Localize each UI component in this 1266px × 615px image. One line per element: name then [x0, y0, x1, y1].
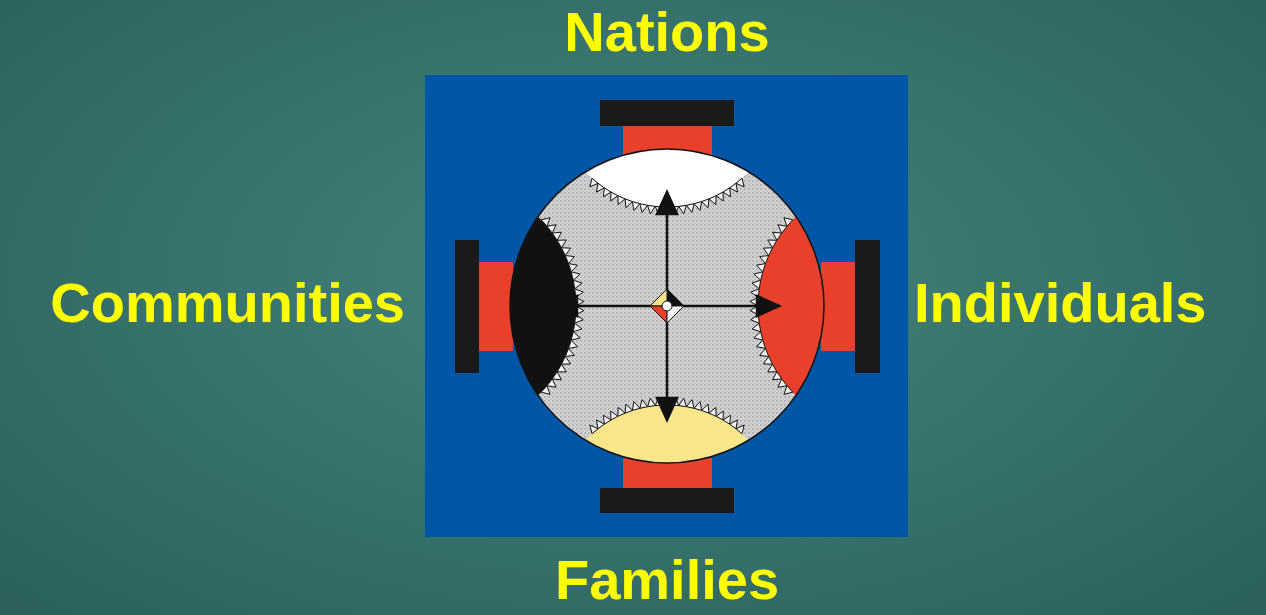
- tooth: [686, 204, 694, 213]
- tooth: [569, 340, 578, 348]
- tooth: [736, 178, 744, 187]
- tooth: [736, 425, 744, 434]
- tooth: [552, 372, 561, 380]
- tooth: [552, 232, 561, 240]
- tooth: [618, 407, 625, 416]
- tooth: [573, 323, 582, 332]
- tooth: [763, 356, 772, 364]
- tooth: [565, 348, 574, 356]
- tooth: [773, 372, 782, 380]
- tooth: [768, 364, 777, 372]
- tooth: [723, 415, 731, 424]
- tooth: [547, 225, 556, 233]
- tooth: [547, 379, 556, 387]
- tooth: [778, 379, 787, 387]
- tooth: [679, 205, 687, 214]
- tooth: [694, 202, 702, 211]
- tooth: [632, 202, 640, 211]
- centre-diamond: [650, 289, 684, 323]
- tooth: [768, 240, 777, 248]
- direction-label: Communities: [50, 273, 405, 333]
- direction-label: Families: [555, 550, 779, 610]
- tooth: [784, 218, 793, 227]
- tooth: [541, 218, 550, 227]
- direction-label: Nations: [564, 2, 769, 62]
- direction-label: Individuals: [914, 273, 1207, 333]
- tooth: [709, 196, 716, 205]
- tooth: [625, 199, 632, 208]
- tooth: [632, 402, 640, 411]
- tooth: [702, 199, 709, 208]
- tooth: [763, 248, 772, 256]
- tooth: [596, 420, 604, 429]
- tooth: [640, 400, 648, 409]
- tooth: [730, 183, 738, 192]
- tooth: [611, 411, 618, 420]
- direction-arrows: [555, 192, 779, 420]
- tooth: [557, 364, 566, 372]
- tooth: [716, 192, 723, 201]
- tooth: [754, 332, 763, 340]
- tooth: [596, 183, 604, 192]
- tooth: [648, 398, 656, 407]
- tooth: [557, 240, 566, 248]
- tooth: [752, 323, 761, 332]
- tooth: [590, 178, 598, 187]
- tooth: [640, 204, 648, 213]
- tooth: [679, 398, 687, 407]
- tooth: [752, 280, 761, 289]
- tooth: [541, 386, 550, 395]
- tooth: [618, 196, 625, 205]
- tooth: [723, 188, 731, 197]
- wheel-outline: [510, 149, 824, 463]
- tooth: [760, 256, 769, 264]
- tooth: [590, 425, 598, 434]
- serrated-edges: [541, 178, 793, 434]
- tooth: [561, 248, 570, 256]
- tooth: [702, 404, 709, 413]
- tooth: [716, 411, 723, 420]
- tooth: [686, 400, 694, 409]
- tooth: [760, 348, 769, 356]
- tooth: [754, 272, 763, 280]
- tooth: [784, 386, 793, 395]
- tooth: [730, 420, 738, 429]
- tooth: [569, 264, 578, 272]
- tooth: [571, 332, 580, 340]
- tooth: [773, 232, 782, 240]
- tooth: [561, 356, 570, 364]
- tooth: [603, 188, 611, 197]
- tooth: [571, 272, 580, 280]
- tooth: [778, 225, 787, 233]
- tooth: [611, 192, 618, 201]
- tooth: [565, 256, 574, 264]
- tooth: [573, 280, 582, 289]
- tooth: [756, 264, 765, 272]
- tooth: [603, 415, 611, 424]
- tooth: [709, 407, 716, 416]
- wheel-circle: [510, 149, 824, 463]
- tooth: [694, 402, 702, 411]
- tooth: [625, 404, 632, 413]
- tooth: [648, 205, 656, 214]
- blue-square: [425, 75, 908, 537]
- tooth: [756, 340, 765, 348]
- wheel-segments: [328, 0, 1006, 615]
